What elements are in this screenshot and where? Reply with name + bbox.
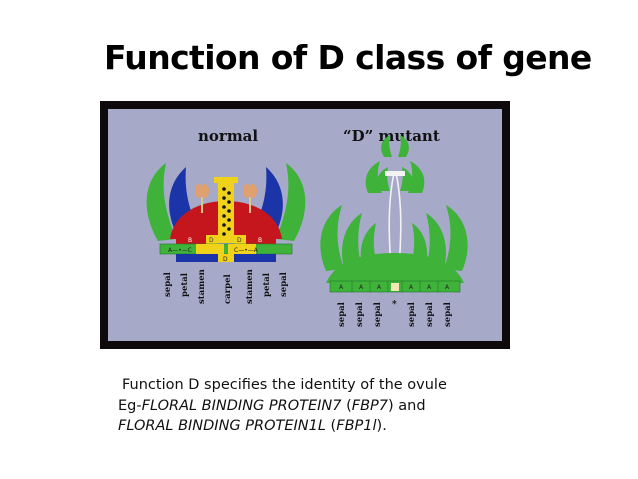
organ-label-stamen-2: stamen: [245, 269, 255, 304]
organ-label-sepal-1: sepal: [163, 271, 173, 297]
ovules: [222, 187, 231, 236]
gene-d-left: D: [209, 237, 214, 244]
caption: Function D specifies the identity of the…: [118, 375, 538, 437]
gene-bar-d-left: [206, 235, 218, 244]
mutant-gene-a-2: A: [359, 284, 364, 291]
mutant-organ-label-2: sepal: [355, 301, 365, 327]
mutant-top-bud-left: [381, 135, 392, 157]
caption-paren-open-2: (: [325, 418, 337, 434]
mutant-label: “D” mutant: [343, 127, 440, 145]
mutant-organ-label-4: sepal: [407, 301, 417, 327]
mutant-sepal-arc-5: [426, 213, 446, 269]
gene-bar-bottom-center: [218, 254, 234, 262]
mutant-organ-label-6: sepal: [443, 301, 453, 327]
gene-b-right: B: [258, 237, 262, 244]
organ-label-petal-1: petal: [180, 272, 190, 297]
sepal-arc-right: [276, 163, 306, 241]
mutant-gene-band: [329, 280, 461, 293]
mutant-organ-label-1: sepal: [337, 301, 347, 327]
caption-gene-name-2: FLORAL BINDING PROTEIN1L: [118, 418, 326, 434]
stamen-right: [243, 184, 257, 213]
gene-bar-ac-yellow-left: [196, 244, 224, 254]
mutant-sepal-arc-1: [320, 205, 344, 271]
organ-label-carpel: carpel: [223, 273, 233, 304]
mutant-organ-label-3: sepal: [373, 301, 383, 327]
mutant-gene-a-1: A: [339, 284, 344, 291]
mutant-sepal-arc-2: [342, 213, 362, 269]
organ-label-stamen-1: stamen: [197, 269, 207, 304]
normal-flower: B B D D A—•—C C—•—A D sepal petal stamen…: [146, 163, 306, 304]
caption-paren-open-1: (: [341, 397, 352, 414]
mutant-gene-a-6: A: [445, 284, 450, 291]
carpel-top: [214, 177, 238, 183]
sepal-arc-left: [146, 163, 176, 241]
caption-line-1: Function D specifies the identity of the…: [122, 377, 447, 393]
gene-arrow-right: C—•—A: [234, 247, 259, 254]
gene-arrow-left: A—•—C: [168, 247, 192, 254]
slide-title: Function of D class of gene: [104, 38, 592, 77]
caption-line-3: FLORAL BINDING PROTEIN1L (FBP1l).: [118, 416, 538, 437]
caption-eg-prefix: Eg-: [118, 397, 142, 414]
caption-line-2: Eg-FLORAL BINDING PROTEIN7 (FBP7) and: [118, 396, 538, 417]
organ-label-petal-2: petal: [262, 272, 272, 297]
caption-suffix-1: ) and: [388, 397, 426, 414]
mutant-gene-a-3: A: [377, 284, 382, 291]
gene-bar-b-right: [246, 235, 276, 244]
mutant-gene-a-4: A: [409, 284, 414, 291]
mutant-flower: A A A A A A sepal sepal sepal * sepal se…: [320, 135, 468, 327]
stamen-left: [195, 184, 209, 213]
caption-gene-abbr-2: FBP1l: [336, 418, 377, 434]
mutant-organ-label-5: sepal: [425, 301, 435, 327]
gene-b-left: B: [188, 237, 192, 244]
caption-gene-abbr-1: FBP7: [351, 397, 389, 414]
mutant-inner-disc: [385, 171, 405, 176]
abc-d-model-figure: normal “D” mutant: [100, 101, 510, 349]
gene-bar-b-left: [176, 235, 206, 244]
organ-label-sepal-2: sepal: [279, 271, 289, 297]
gene-bottom-label: D: [223, 256, 228, 263]
mutant-gene-a-5: A: [427, 284, 432, 291]
caption-suffix-2: ).: [376, 418, 387, 434]
mutant-center-block: [391, 283, 399, 291]
mutant-top-bud-right: [398, 135, 409, 157]
gene-d-right: D: [237, 237, 242, 244]
mutant-organ-label-star: *: [392, 300, 397, 310]
carpel: [218, 181, 234, 243]
caption-gene-name-1: FLORAL BINDING PROTEIN7: [141, 397, 342, 414]
gene-bar-ac-yellow-right: [228, 244, 256, 254]
mutant-receptacle: [326, 253, 464, 283]
gene-bar-d-right: [234, 235, 246, 244]
normal-label: normal: [198, 127, 258, 145]
mutant-sepal-arc-6: [444, 205, 468, 271]
